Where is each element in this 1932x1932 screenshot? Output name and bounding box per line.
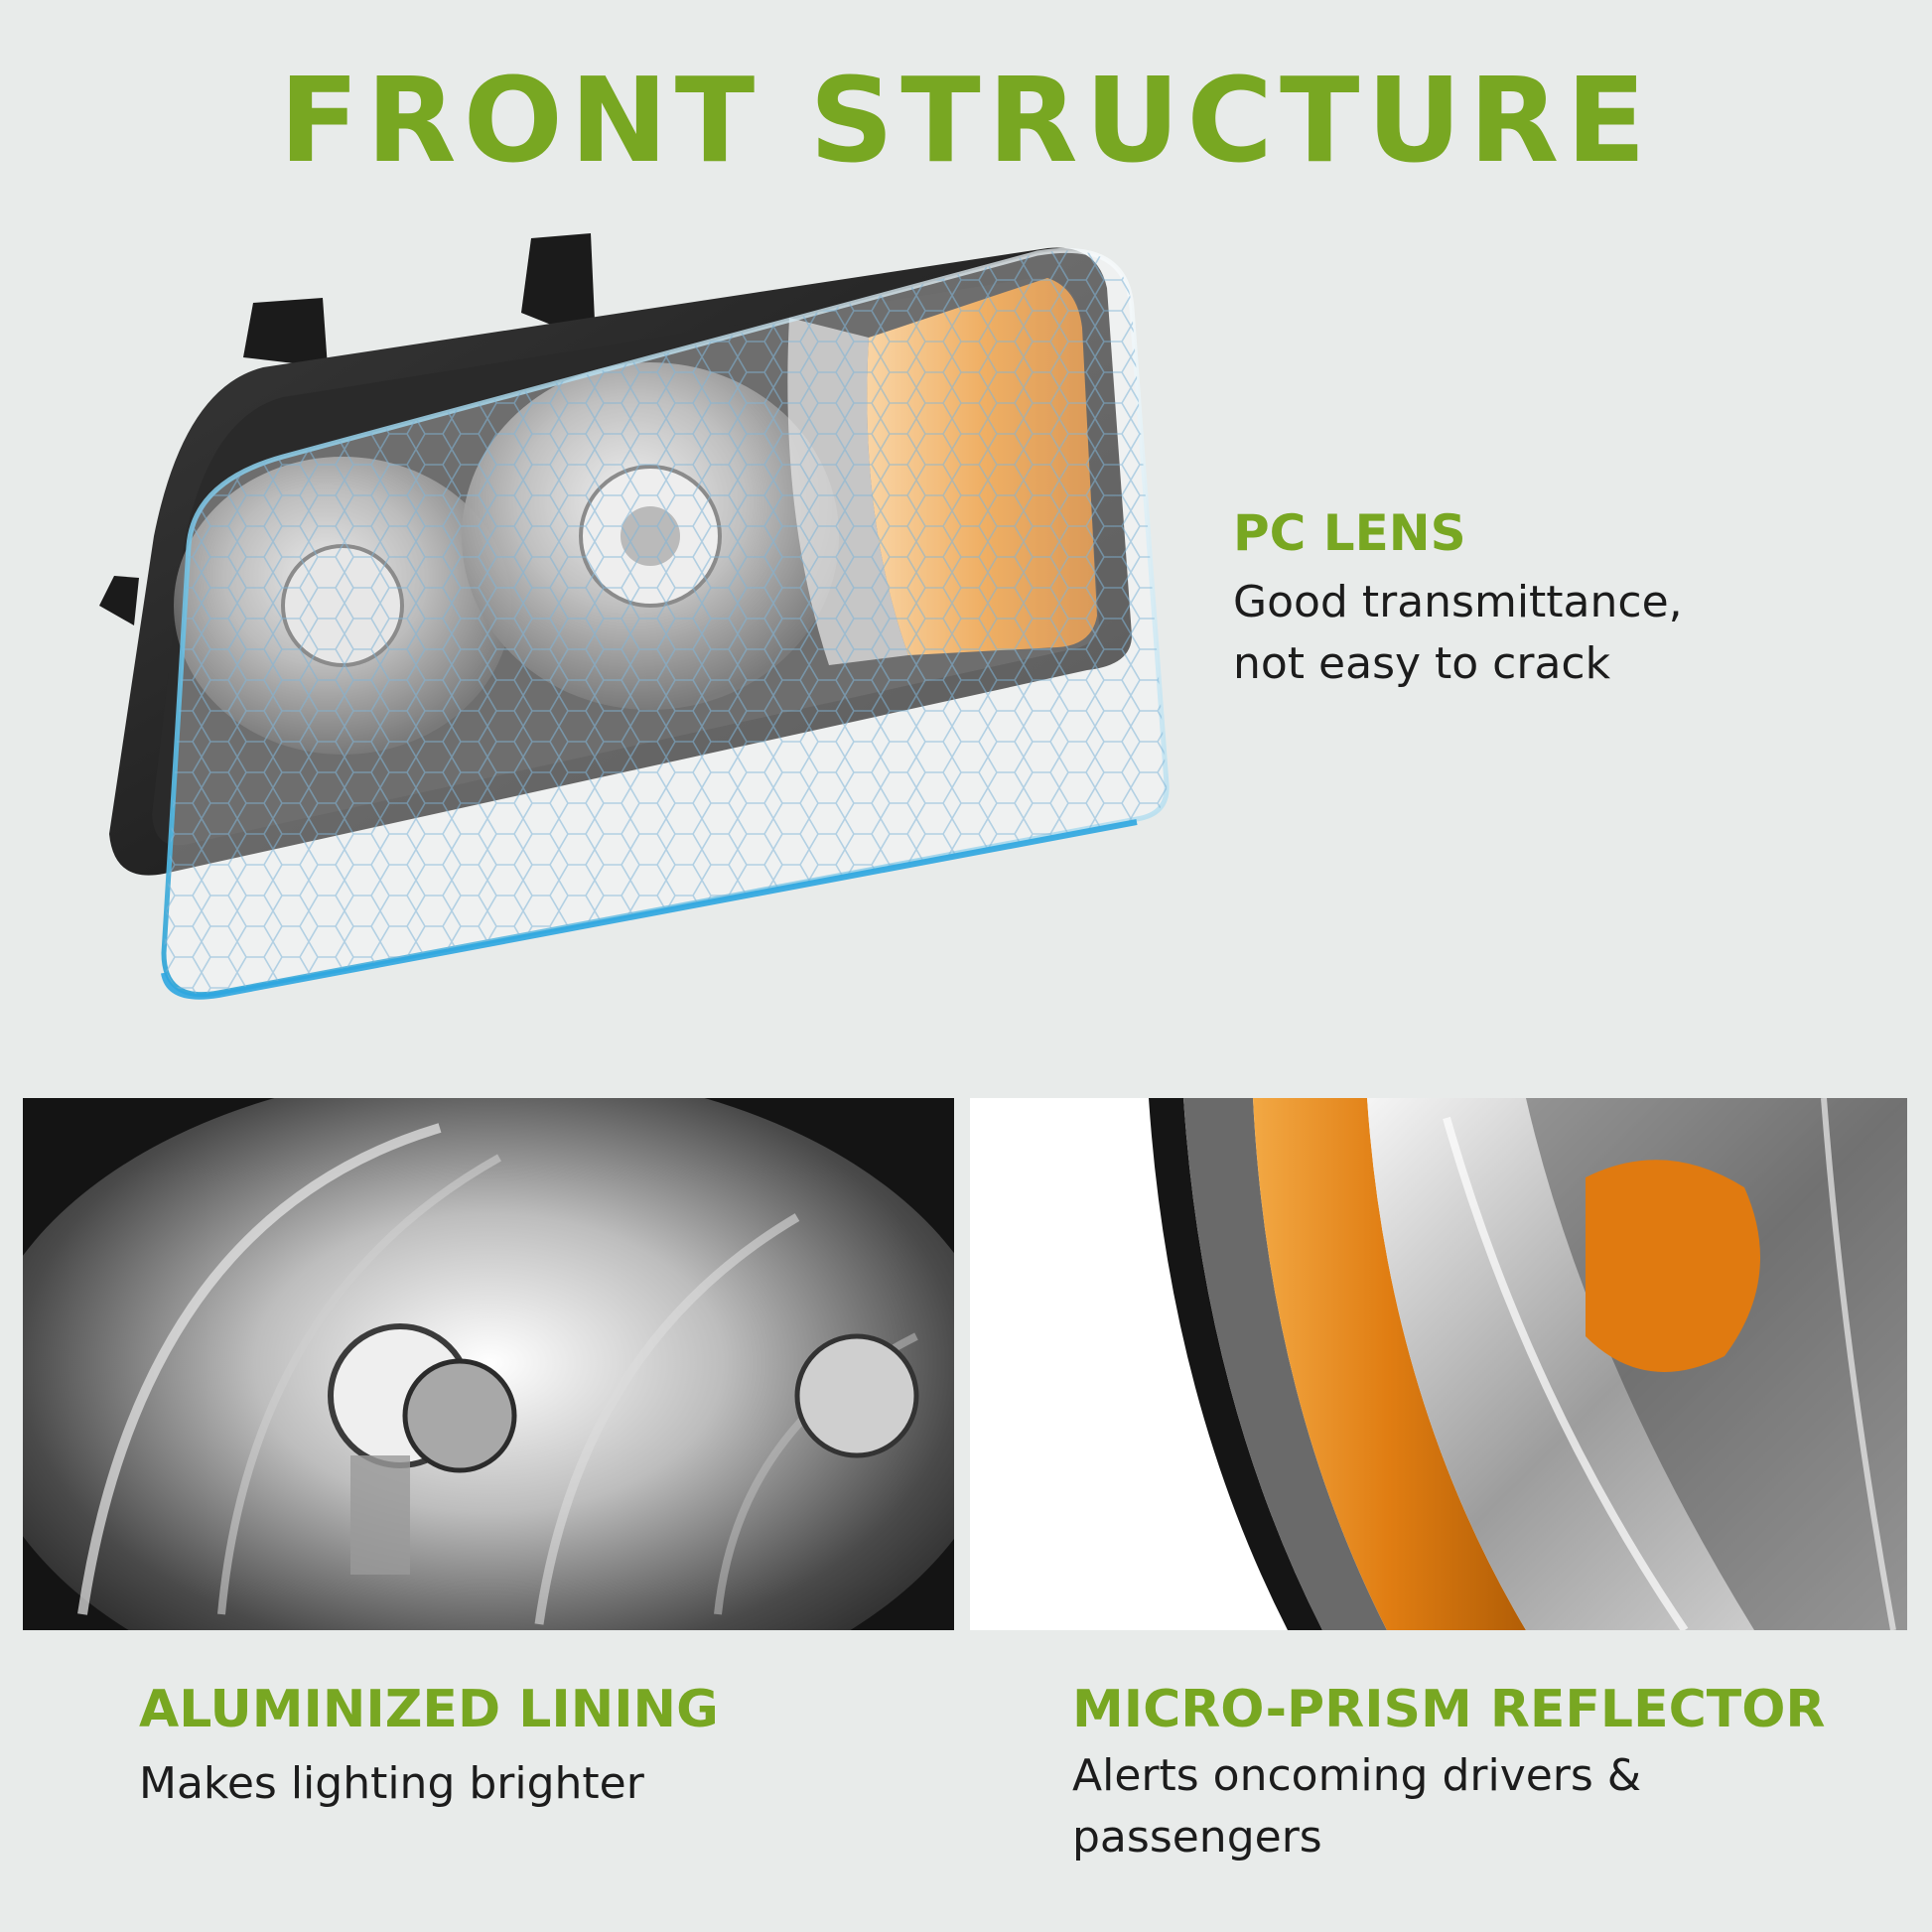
micro-prism-reflector-photo [970,1098,1907,1630]
aluminized-lining-description: Makes lighting brighter [139,1753,644,1815]
pc-lens-line-1: Good transmittance, [1233,577,1683,627]
headlight-illustration [94,218,1226,1042]
pc-lens-title: PC LENS [1233,504,1466,562]
micro-prism-reflector-title: MICRO-PRISM REFLECTOR [1072,1680,1826,1739]
micro-prism-reflector-line-1: Alerts oncoming drivers & [1072,1750,1642,1801]
aluminized-lining-title: ALUMINIZED LINING [139,1680,719,1739]
aluminized-lining-line-1: Makes lighting brighter [139,1758,644,1809]
pc-lens-line-2: not easy to crack [1233,638,1611,690]
micro-prism-reflector-description: Alerts oncoming drivers & passengers [1072,1745,1641,1869]
pc-lens-description: Good transmittance, not easy to crack [1233,572,1683,696]
page-title: FRONT STRUCTURE [279,52,1653,189]
aluminized-lining-photo [23,1098,954,1630]
micro-prism-reflector-line-2: passengers [1072,1812,1322,1863]
